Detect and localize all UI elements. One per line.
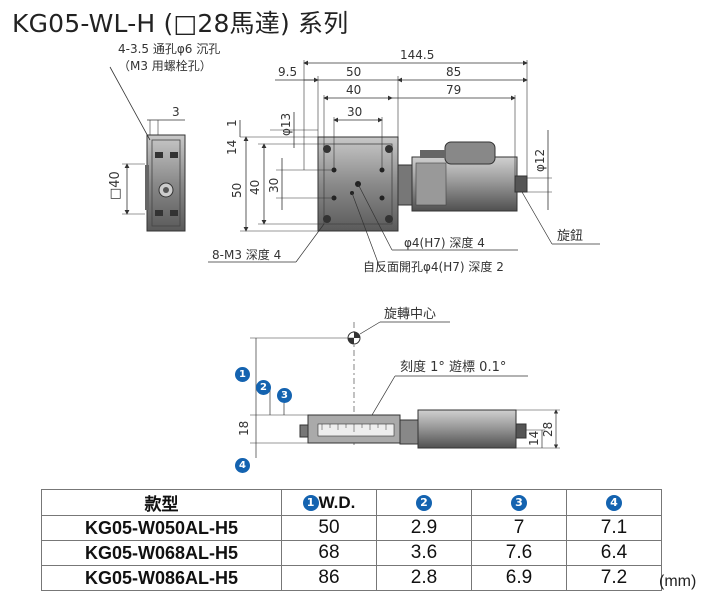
unit-label: (mm): [659, 573, 697, 590]
cell-4: 7.2: [566, 565, 662, 591]
cell-wd: 68: [281, 540, 377, 566]
dim-30: 30: [347, 105, 362, 119]
cell-model: KG05-W050AL-H5: [41, 515, 282, 541]
table-row: KG05-W068AL-H5 68 3.6 7.6 6.4: [41, 540, 662, 566]
note-m3: 8-M3 深度 4: [212, 247, 281, 262]
cell-2: 2.8: [376, 565, 472, 591]
badge-4: 4: [606, 495, 622, 512]
dim-28: 28: [541, 422, 555, 437]
cell-4: 6.4: [566, 540, 662, 566]
note-knob: 旋鈕: [557, 229, 583, 244]
hole-note-sub: （M3 用螺栓孔）: [118, 58, 212, 73]
marker-1: 1: [235, 367, 250, 382]
table-row: KG05-W050AL-H5 50 2.9 7 7.1: [41, 515, 662, 541]
header-3: 3: [471, 489, 567, 516]
dim-40v: 40: [248, 180, 262, 195]
badge-3: 3: [511, 495, 527, 512]
cell-3: 7: [471, 515, 567, 541]
dim-9-5: 9.5: [278, 65, 297, 79]
end-view: [145, 134, 186, 232]
dim-total: 144.5: [400, 48, 434, 62]
dim-50v: 50: [230, 183, 244, 198]
cell-3: 7.6: [471, 540, 567, 566]
badge-2: 2: [416, 495, 432, 512]
cell-3: 6.9: [471, 565, 567, 591]
cell-2: 2.9: [376, 515, 472, 541]
dim-sq40: □40: [108, 171, 123, 200]
cell-model: KG05-W068AL-H5: [41, 540, 282, 566]
header-wd-label: W.D.: [318, 492, 356, 512]
cell-wd: 50: [281, 515, 377, 541]
note-back: 自反面開孔φ4(H7) 深度 2: [363, 259, 504, 274]
dim-14-side: 14: [527, 431, 541, 446]
note-phi4: φ4(H7) 深度 4: [404, 235, 485, 250]
note-center: 旋轉中心: [384, 307, 436, 322]
header-2: 2: [376, 489, 472, 516]
dim-phi12: φ12: [533, 149, 547, 172]
header-4: 4: [566, 489, 662, 516]
hole-note: 4-3.5 通孔φ6 沉孔: [118, 42, 220, 56]
cell-2: 3.6: [376, 540, 472, 566]
marker-4: 4: [235, 458, 250, 473]
dim-50: 50: [346, 65, 361, 79]
marker-3: 3: [277, 388, 292, 403]
cell-model: KG05-W086AL-H5: [41, 565, 282, 591]
dim-3: 3: [172, 105, 180, 119]
dim-30v: 30: [267, 178, 281, 193]
stage-side-view: [299, 409, 527, 449]
note-scale: 刻度 1° 遊標 0.1°: [400, 359, 506, 375]
dim-18: 18: [237, 421, 251, 436]
marker-2: 2: [256, 380, 271, 395]
cell-wd: 86: [281, 565, 377, 591]
badge-1: 1: [302, 495, 319, 512]
cell-4: 7.1: [566, 515, 662, 541]
dim-1: 1: [225, 119, 239, 127]
stage-top-view: [317, 136, 528, 232]
dim-85: 85: [446, 65, 461, 79]
dim-14: 14: [225, 140, 239, 155]
dim-phi13: φ13: [279, 113, 293, 136]
page-title: KG05-WL-H (□28馬達) 系列: [12, 9, 349, 38]
table-row: KG05-W086AL-H5 86 2.8 6.9 7.2: [41, 565, 662, 591]
header-model: 款型: [41, 489, 282, 516]
dim-79: 79: [446, 83, 461, 97]
dim-40: 40: [346, 83, 361, 97]
